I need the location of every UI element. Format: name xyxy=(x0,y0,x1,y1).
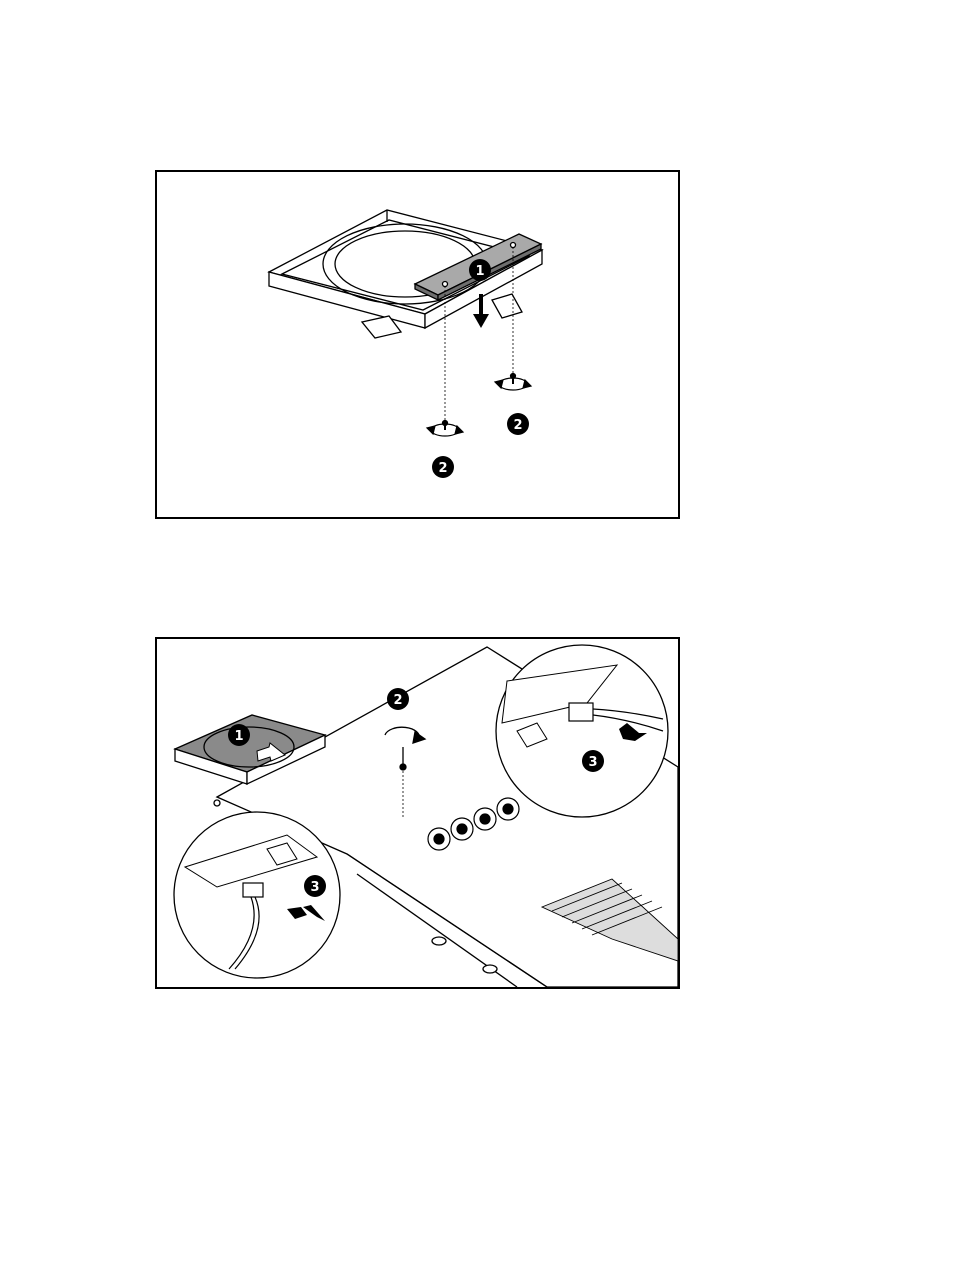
step-callout-3: 3 xyxy=(582,750,604,772)
step-callout-3: 3 xyxy=(304,875,326,897)
svg-text:3: 3 xyxy=(310,880,319,895)
figure-install-drive-chassis: 1 2 3 3 xyxy=(155,637,680,989)
svg-text:1: 1 xyxy=(475,264,484,279)
step-callout-1: 1 xyxy=(228,724,250,746)
rotate-screw-icon xyxy=(427,421,463,437)
svg-text:2: 2 xyxy=(438,461,447,476)
zoom-detail-connector-top xyxy=(496,645,668,817)
drive-tray xyxy=(269,210,542,338)
svg-text:3: 3 xyxy=(588,755,597,770)
step-callout-2: 2 xyxy=(432,456,454,478)
svg-text:1: 1 xyxy=(234,729,243,744)
figure-install-board: 1 2 2 xyxy=(155,170,680,519)
step-callout-2: 2 xyxy=(387,688,409,710)
chassis-install-illustration: 1 2 3 3 xyxy=(157,639,678,987)
board-install-illustration: 1 2 2 xyxy=(157,172,678,517)
rotate-screw-icon xyxy=(495,374,531,391)
step-callout-1: 1 xyxy=(469,259,491,281)
step-callout-2: 2 xyxy=(507,413,529,435)
svg-text:2: 2 xyxy=(513,418,522,433)
svg-text:2: 2 xyxy=(393,693,402,708)
